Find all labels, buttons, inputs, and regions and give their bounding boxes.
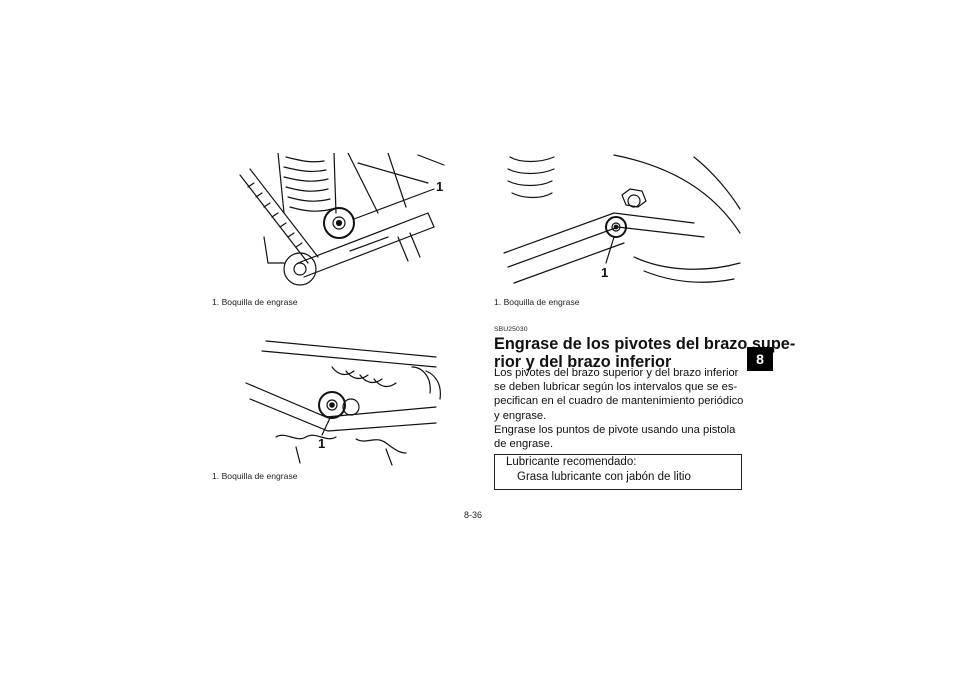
section-body: Los pivotes del brazo superior y del bra… xyxy=(494,366,744,451)
caption-number: 1. xyxy=(212,471,220,481)
figure-bottom-left: 1 xyxy=(236,327,448,467)
lubricant-title: Lubricante recomendado: xyxy=(506,456,637,468)
body-line-2: se deben lubricar según los intervalos q… xyxy=(494,381,738,394)
body-line-6: de engrase. xyxy=(494,438,554,451)
chapter-tab: 8 xyxy=(747,347,773,371)
section-title-line-1: Engrase de los pivotes del brazo supe- xyxy=(494,335,796,353)
figure-top-right-illustration: 1 xyxy=(503,154,741,284)
figure-top-left: 1 xyxy=(238,153,448,293)
caption-text: Boquilla de engrase xyxy=(503,297,580,307)
figure-bottom-left-callout: 1 xyxy=(318,436,325,451)
lubricant-box xyxy=(494,454,742,490)
figure-top-right-callout: 1 xyxy=(601,265,608,280)
figure-top-left-illustration: 1 xyxy=(239,153,445,286)
lubricant-value: Grasa lubricante con jabón de litio xyxy=(517,471,691,483)
body-line-4: y engrase. xyxy=(494,409,547,422)
figure-bottom-left-illustration: 1 xyxy=(245,340,441,466)
caption-text: Boquilla de engrase xyxy=(221,471,298,481)
body-line-1: Los pivotes del brazo superior y del bra… xyxy=(494,367,739,379)
body-line-3: pecifican en el cuadro de mantenimiento … xyxy=(494,395,744,408)
caption-number: 1. xyxy=(494,297,502,307)
figure-top-right: 1 xyxy=(494,153,742,298)
figure-bottom-left-caption: 1. Boquilla de engrase xyxy=(212,471,298,481)
body-line-5: Engrase los puntos de pivote usando una … xyxy=(494,423,736,436)
section-title-line-2: rior y del brazo inferior xyxy=(494,353,672,371)
figure-top-right-caption: 1. Boquilla de engrase xyxy=(494,297,580,307)
page-number: 8-36 xyxy=(464,510,483,520)
document-id: SBU25030 xyxy=(494,326,528,333)
figure-top-left-callout: 1 xyxy=(436,179,443,194)
section-title: Engrase de los pivotes del brazo supe- r… xyxy=(494,335,796,371)
caption-text: Boquilla de engrase xyxy=(221,297,298,307)
caption-number: 1. xyxy=(212,297,220,307)
figure-top-left-caption: 1. Boquilla de engrase xyxy=(212,297,298,307)
